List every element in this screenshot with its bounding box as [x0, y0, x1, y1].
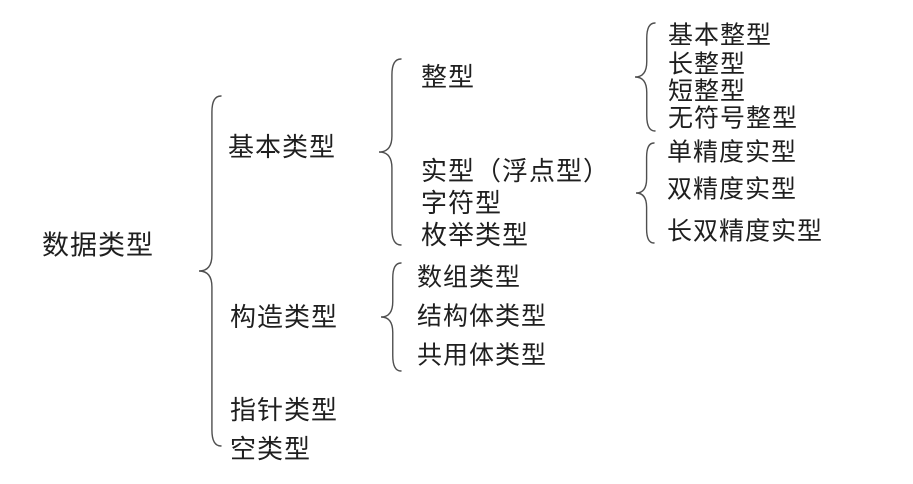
brace-real-type	[635, 142, 655, 244]
leaf-union-type: 共用体类型	[417, 342, 548, 370]
node-real-type: 实型（浮点型）	[421, 157, 611, 186]
leaf-array-type: 数组类型	[417, 264, 522, 292]
leaf-unsigned-int: 无符号整型	[668, 105, 799, 133]
node-void-type: 空类型	[230, 435, 312, 464]
brace-constructed-type	[380, 262, 402, 372]
brace-data-type	[198, 95, 222, 447]
node-char-type: 字符型	[421, 189, 503, 218]
leaf-single-precision: 单精度实型	[667, 139, 798, 167]
node-basic-type: 基本类型	[228, 133, 337, 162]
brace-basic-type	[378, 58, 402, 246]
node-data-type: 数据类型	[42, 230, 154, 261]
node-integer-type: 整型	[421, 63, 476, 92]
leaf-struct-type: 结构体类型	[417, 303, 548, 331]
node-enum-type: 枚举类型	[421, 221, 530, 250]
leaf-long-int: 长整型	[668, 51, 747, 79]
brace-integer-type	[634, 22, 656, 132]
leaf-double-precision: 双精度实型	[667, 176, 798, 204]
leaf-long-double-precision: 长双精度实型	[667, 218, 824, 246]
leaf-short-int: 短整型	[668, 78, 747, 106]
node-constructed-type: 构造类型	[230, 303, 339, 332]
leaf-basic-int: 基本整型	[668, 22, 773, 50]
node-pointer-type: 指针类型	[230, 396, 339, 425]
